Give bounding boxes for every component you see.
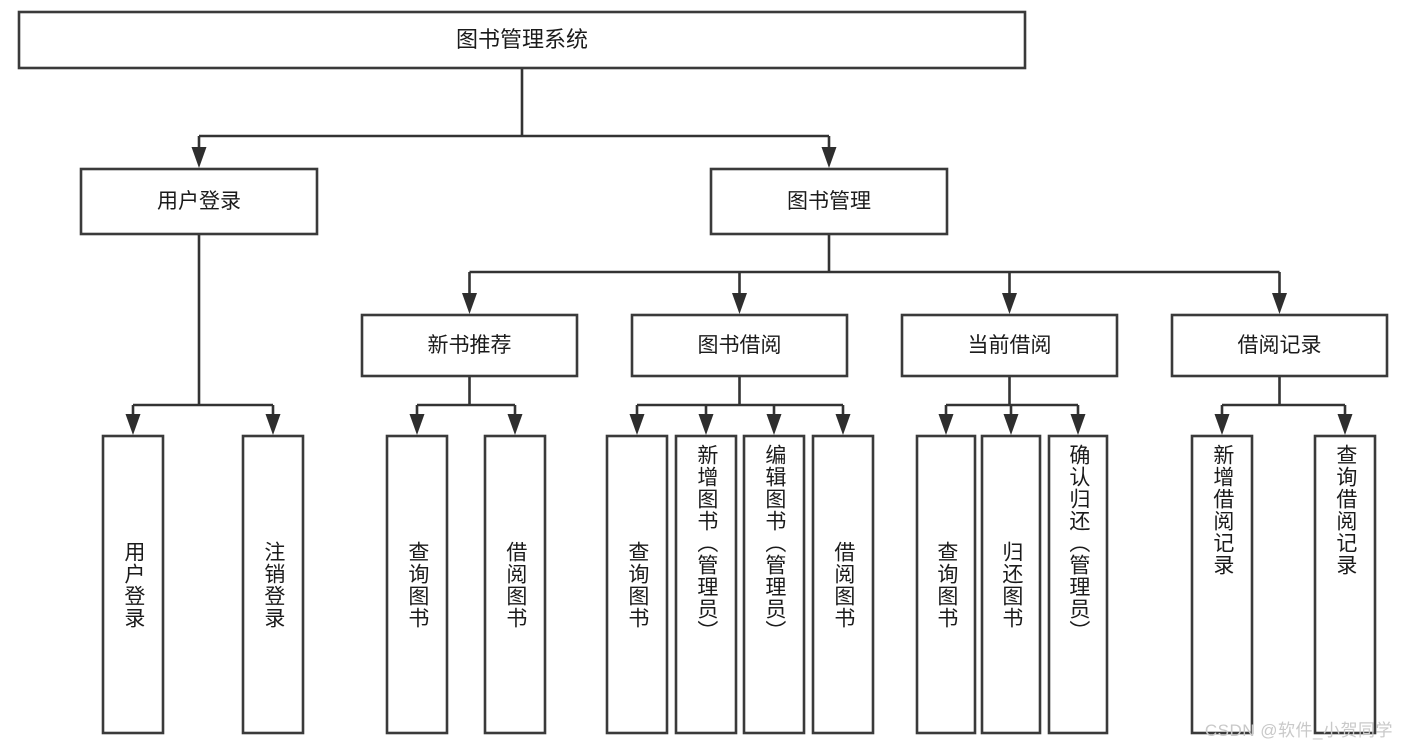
arrow-head-leaf-c-return bbox=[1003, 414, 1019, 435]
node-leaf-r-query[interactable] bbox=[1313, 434, 1377, 735]
node-leaf-c-return[interactable] bbox=[980, 434, 1042, 735]
arrow-head-leaf-r-add bbox=[1214, 414, 1230, 435]
node-l2-current[interactable]: 当前借阅 bbox=[900, 313, 1119, 378]
arrow-head-leaf-new-borrow bbox=[507, 414, 523, 435]
node-box-l1-user bbox=[79, 167, 319, 236]
node-leaf-user-login[interactable] bbox=[101, 434, 165, 735]
node-box-root bbox=[17, 10, 1027, 70]
node-label-l1-user: 用户登录 bbox=[157, 190, 241, 213]
node-box-leaf-user-login bbox=[101, 434, 165, 735]
node-box-leaf-c-confirm bbox=[1047, 434, 1109, 735]
node-label-root: 图书管理系统 bbox=[456, 27, 588, 52]
node-l2-new[interactable]: 新书推荐 bbox=[360, 313, 579, 378]
arrow-head-leaf-b-query bbox=[629, 414, 645, 435]
arrow-head-leaf-c-confirm bbox=[1070, 414, 1086, 435]
node-box-l1-book bbox=[709, 167, 949, 236]
arrow-head-leaf-b-edit bbox=[766, 414, 782, 435]
node-box-l2-record bbox=[1170, 313, 1389, 378]
node-label-l1-book: 图书管理 bbox=[787, 190, 871, 213]
node-box-l2-new bbox=[360, 313, 579, 378]
arrow-head-leaf-r-query bbox=[1337, 414, 1353, 435]
node-box-leaf-r-query bbox=[1313, 434, 1377, 735]
node-leaf-user-logout[interactable] bbox=[241, 434, 305, 735]
arrow-head-leaf-new-query bbox=[409, 414, 425, 435]
node-box-leaf-r-add bbox=[1190, 434, 1254, 735]
watermark: CSDN @软件_小贺同学 bbox=[1204, 721, 1393, 740]
arrow-head-leaf-user-login bbox=[125, 414, 141, 435]
arrow-head-l2-borrow bbox=[732, 293, 747, 314]
node-label-l2-current: 当前借阅 bbox=[968, 334, 1052, 357]
node-leaf-c-query[interactable] bbox=[915, 434, 977, 735]
node-l2-record[interactable]: 借阅记录 bbox=[1170, 313, 1389, 378]
arrow-head-leaf-b-borrow bbox=[835, 414, 851, 435]
node-leaf-b-add[interactable] bbox=[674, 434, 738, 735]
node-box-leaf-new-query bbox=[385, 434, 449, 735]
node-label-l2-record: 借阅记录 bbox=[1238, 334, 1322, 357]
arrow-head-l2-record bbox=[1272, 293, 1287, 314]
node-leaf-b-query[interactable] bbox=[605, 434, 669, 735]
arrow-head-leaf-user-logout bbox=[265, 414, 281, 435]
connector-layer bbox=[125, 68, 1353, 435]
node-box-leaf-b-add bbox=[674, 434, 738, 735]
node-label-l2-borrow: 图书借阅 bbox=[698, 334, 782, 357]
node-leaf-b-borrow[interactable] bbox=[811, 434, 875, 735]
node-l1-user[interactable]: 用户登录 bbox=[79, 167, 319, 236]
node-label-l2-new: 新书推荐 bbox=[428, 334, 512, 357]
arrow-head-leaf-c-query bbox=[938, 414, 954, 435]
node-leaf-c-confirm[interactable] bbox=[1047, 434, 1109, 735]
node-leaf-new-borrow[interactable] bbox=[483, 434, 547, 735]
arrow-head-l2-new bbox=[462, 293, 477, 314]
node-box-leaf-b-edit bbox=[742, 434, 806, 735]
node-box-l2-current bbox=[900, 313, 1119, 378]
arrow-head-l1-user bbox=[191, 147, 207, 168]
arrow-head-l1-book bbox=[821, 147, 837, 168]
arrow-head-l2-current bbox=[1002, 293, 1017, 314]
node-box-leaf-c-query bbox=[915, 434, 977, 735]
node-leaf-b-edit[interactable] bbox=[742, 434, 806, 735]
node-box-leaf-b-query bbox=[605, 434, 669, 735]
node-box-leaf-user-logout bbox=[241, 434, 305, 735]
node-box-leaf-c-return bbox=[980, 434, 1042, 735]
node-leaf-new-query[interactable] bbox=[385, 434, 449, 735]
node-box-leaf-b-borrow bbox=[811, 434, 875, 735]
arrow-head-leaf-b-add bbox=[698, 414, 714, 435]
node-l2-borrow[interactable]: 图书借阅 bbox=[630, 313, 849, 378]
node-leaf-r-add[interactable] bbox=[1190, 434, 1254, 735]
node-box-l2-borrow bbox=[630, 313, 849, 378]
node-l1-book[interactable]: 图书管理 bbox=[709, 167, 949, 236]
node-root[interactable]: 图书管理系统 bbox=[17, 10, 1027, 70]
node-box-leaf-new-borrow bbox=[483, 434, 547, 735]
